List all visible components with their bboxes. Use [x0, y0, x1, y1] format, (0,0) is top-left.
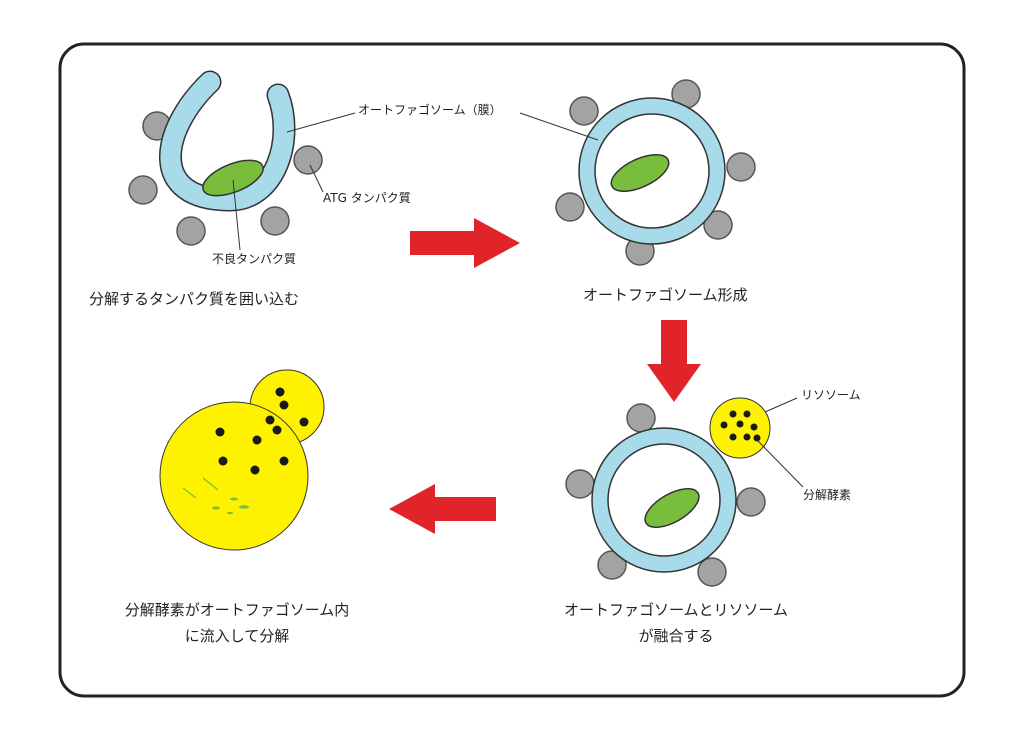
leader-atg	[309, 164, 324, 193]
leader-bad-protein	[232, 179, 241, 251]
enzyme-dot	[279, 400, 289, 410]
leader-membrane	[286, 112, 356, 133]
lysosome	[709, 397, 771, 459]
label-atg-protein: ATG タンパク質	[323, 191, 411, 205]
enzyme-dot	[218, 456, 228, 466]
step3-fusion	[565, 397, 804, 587]
step3-caption-line1: オートファゴソームとリソソーム	[563, 601, 789, 619]
atg-protein	[260, 206, 290, 236]
bad-protein	[202, 159, 264, 197]
leader-enzyme	[756, 439, 804, 488]
leader-lysosome	[764, 397, 798, 413]
enzyme-dot	[279, 456, 289, 466]
label-bad-protein: 不良タンパク質	[212, 252, 297, 266]
enzyme-dot	[729, 410, 737, 418]
label-lysosome: リソソーム	[801, 388, 861, 402]
degraded-fragments	[182, 477, 249, 515]
enzyme-dot	[753, 434, 761, 442]
leader-membrane-2	[519, 112, 599, 141]
atg-protein	[626, 403, 656, 433]
enzyme-dot	[252, 435, 262, 445]
outer-frame	[58, 42, 966, 698]
arrow-right	[410, 218, 520, 268]
enzyme-dot	[729, 433, 737, 441]
label-autophagosome-membrane: オートファゴソーム（膜）	[358, 103, 502, 117]
step1-caption: 分解するタンパク質を囲い込む	[89, 290, 300, 308]
atg-protein	[726, 152, 756, 182]
step1-engulfing	[128, 70, 356, 251]
label-enzyme: 分解酵素	[803, 488, 852, 502]
fragment	[230, 497, 238, 501]
atg-protein	[736, 487, 766, 517]
arrow-down	[647, 320, 701, 402]
arrow-left	[389, 484, 496, 534]
atg-protein	[565, 469, 595, 499]
step3-caption-line2: が融合する	[638, 626, 714, 645]
atg-protein	[703, 210, 733, 240]
step2-autophagosome	[519, 79, 756, 266]
atg-protein	[597, 550, 627, 580]
fragment	[239, 505, 249, 509]
bad-protein	[644, 487, 700, 529]
atg-protein	[293, 145, 323, 175]
fragment	[212, 506, 220, 510]
enzyme-dot	[750, 423, 758, 431]
fragment	[227, 511, 233, 515]
phagophore-membrane-fill	[160, 72, 294, 211]
step4-caption-line1: 分解酵素がオートファゴソーム内	[124, 601, 350, 619]
fragment	[182, 487, 197, 499]
atg-protein	[555, 192, 585, 222]
enzyme-dot	[743, 410, 751, 418]
step2-caption: オートファゴソーム形成	[583, 286, 748, 304]
autolysosome	[159, 401, 309, 551]
enzyme-dot	[265, 415, 275, 425]
enzyme-dot	[215, 427, 225, 437]
atg-protein	[176, 216, 206, 246]
enzyme-dot	[299, 417, 309, 427]
enzyme-dot	[720, 421, 728, 429]
atg-protein	[697, 557, 727, 587]
enzyme-dot	[250, 465, 260, 475]
enzyme-dot	[272, 425, 282, 435]
step4-degradation	[159, 369, 325, 551]
enzyme-dot	[736, 420, 744, 428]
step3-caption: オートファゴソームとリソソーム が融合する	[558, 598, 794, 649]
step4-caption: 分解酵素がオートファゴソーム内 に流入して分解	[102, 598, 372, 649]
fragment	[202, 477, 219, 491]
step4-caption-line2: に流入して分解	[184, 626, 290, 645]
bad-protein	[610, 154, 670, 192]
enzyme-dot	[743, 433, 751, 441]
atg-protein	[569, 96, 599, 126]
atg-protein	[128, 175, 158, 205]
enzyme-dot	[275, 387, 285, 397]
